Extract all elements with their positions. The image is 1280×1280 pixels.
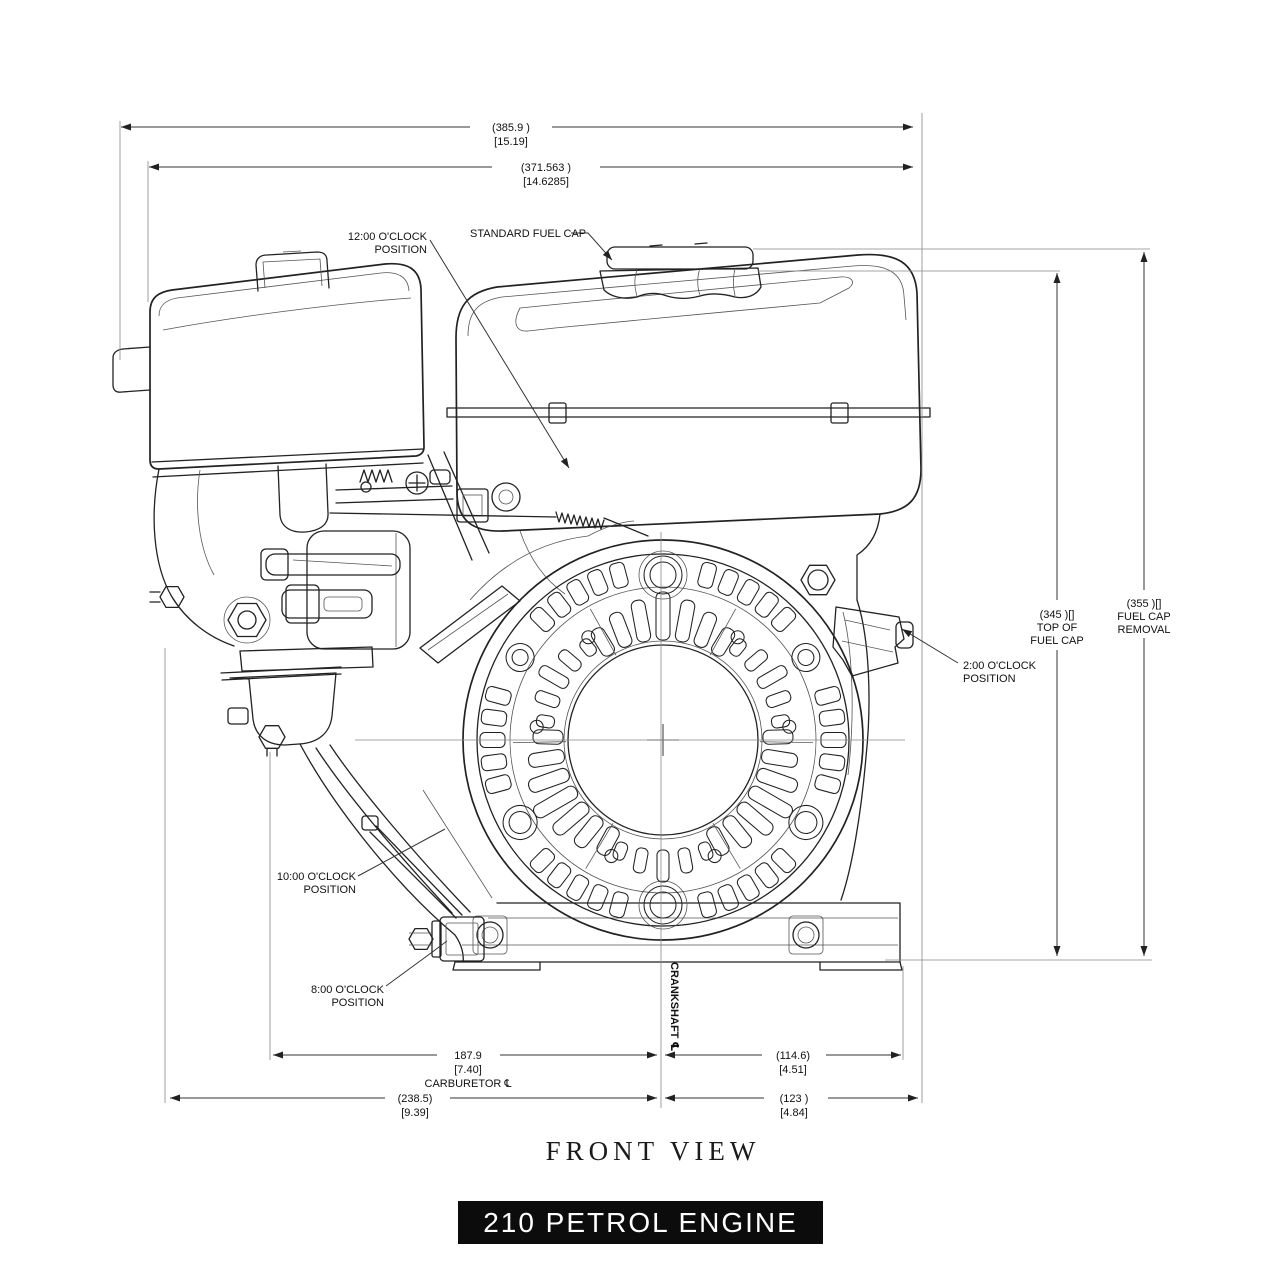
shroud-vents [479,550,847,930]
eight-oclock-boss [439,916,485,962]
tank-seam-bar [446,407,931,418]
dim-top-of-fuel-cap-value: (345 )[] [1040,609,1075,621]
return-spring [555,511,605,530]
float-bowl [229,672,337,746]
callout-10-oclock-line1: 10:00 O'CLOCK [277,871,357,883]
bowl-drain-nut [258,725,286,749]
callout-2-oclock-line2: POSITION [963,673,1016,685]
callout-10-oclock-line2: POSITION [303,884,356,896]
callout-12-oclock-line1: 12:00 O'CLOCK [348,231,428,243]
dim-fuel-cap-removal-l1: FUEL CAP [1117,611,1170,623]
carburetor-assembly [149,468,411,757]
throttle-linkage [329,469,649,537]
air-cleaner-box [112,250,425,533]
governor-spring [359,469,393,483]
dim-fuel-cap-removal-l2: REMOVAL [1118,624,1171,636]
phillips-screw [405,471,429,495]
callout-8-oclock-line1: 8:00 O'CLOCK [311,984,385,996]
dim-left-overall-in: [9.39] [401,1107,429,1119]
leader-2-oclock [901,628,959,664]
product-title: 210 PETROL ENGINE [483,1207,798,1238]
callout-8-oclock-line2: POSITION [331,997,384,1009]
dim-fuel-cap-removal-value: (355 )[] [1127,598,1162,610]
carb-mount-bolt [227,602,267,638]
dim-tank-width-mm: (371.563 ) [521,162,571,174]
dim-overall-width-mm: (385.9 ) [492,122,530,134]
dim-tank-right-in: [4.84] [780,1107,808,1119]
callout-standard-fuel-cap: STANDARD FUEL CAP [470,228,586,240]
dim-base-right-in: [4.51] [779,1064,807,1076]
leader-12-oclock [429,239,570,469]
crankcase-skirt [299,743,493,963]
leader-fuel-cap [571,232,613,261]
fuel-valve-bolt [159,585,185,609]
right-side-block [800,513,914,901]
blower-cowl [419,451,635,664]
dim-tank-width-in: [14.6285] [523,176,569,188]
callout-crankshaft-centerline: CRANKSHAFT ℄ [668,962,680,1051]
dim-top-of-fuel-cap-l1: TOP OF [1037,622,1078,634]
callout-12-oclock-line2: POSITION [374,244,427,256]
dim-base-right-mm: (114.6) [776,1050,810,1062]
fuel-tank [446,242,931,532]
leader-8-oclock [385,940,448,987]
dim-left-overall-mm: (238.5) [398,1093,433,1105]
view-title: FRONT VIEW [545,1136,761,1166]
dimension-lines [119,113,1152,1103]
dim-top-of-fuel-cap-l2: FUEL CAP [1030,635,1083,647]
dim-carb-offset-in: [7.40] [454,1064,482,1076]
throttle-lever [265,553,401,576]
dim-carb-offset-mm: 187.9 [454,1050,482,1062]
dim-overall-width-in: [15.19] [494,136,528,148]
two-oclock-bracket [832,606,905,677]
dim-carb-offset-note: CARBURETOR ℄ [425,1078,512,1090]
leader-10-oclock [357,828,446,877]
mounting-base [408,902,903,971]
callout-2-oclock-line1: 2:00 O'CLOCK [963,660,1037,672]
choke-lever [281,589,373,619]
eight-oclock-bolt [408,927,434,951]
product-title-bar: 210 PETROL ENGINE [458,1201,823,1244]
head-bolt [800,564,836,596]
annotations: (385.9 ) [15.19] (371.563 ) [14.6285] 12… [277,122,1171,1119]
dim-tank-right-mm: (123 ) [780,1093,809,1105]
fuel-cap-collar [599,267,762,299]
engine-line-art [112,242,931,1108]
